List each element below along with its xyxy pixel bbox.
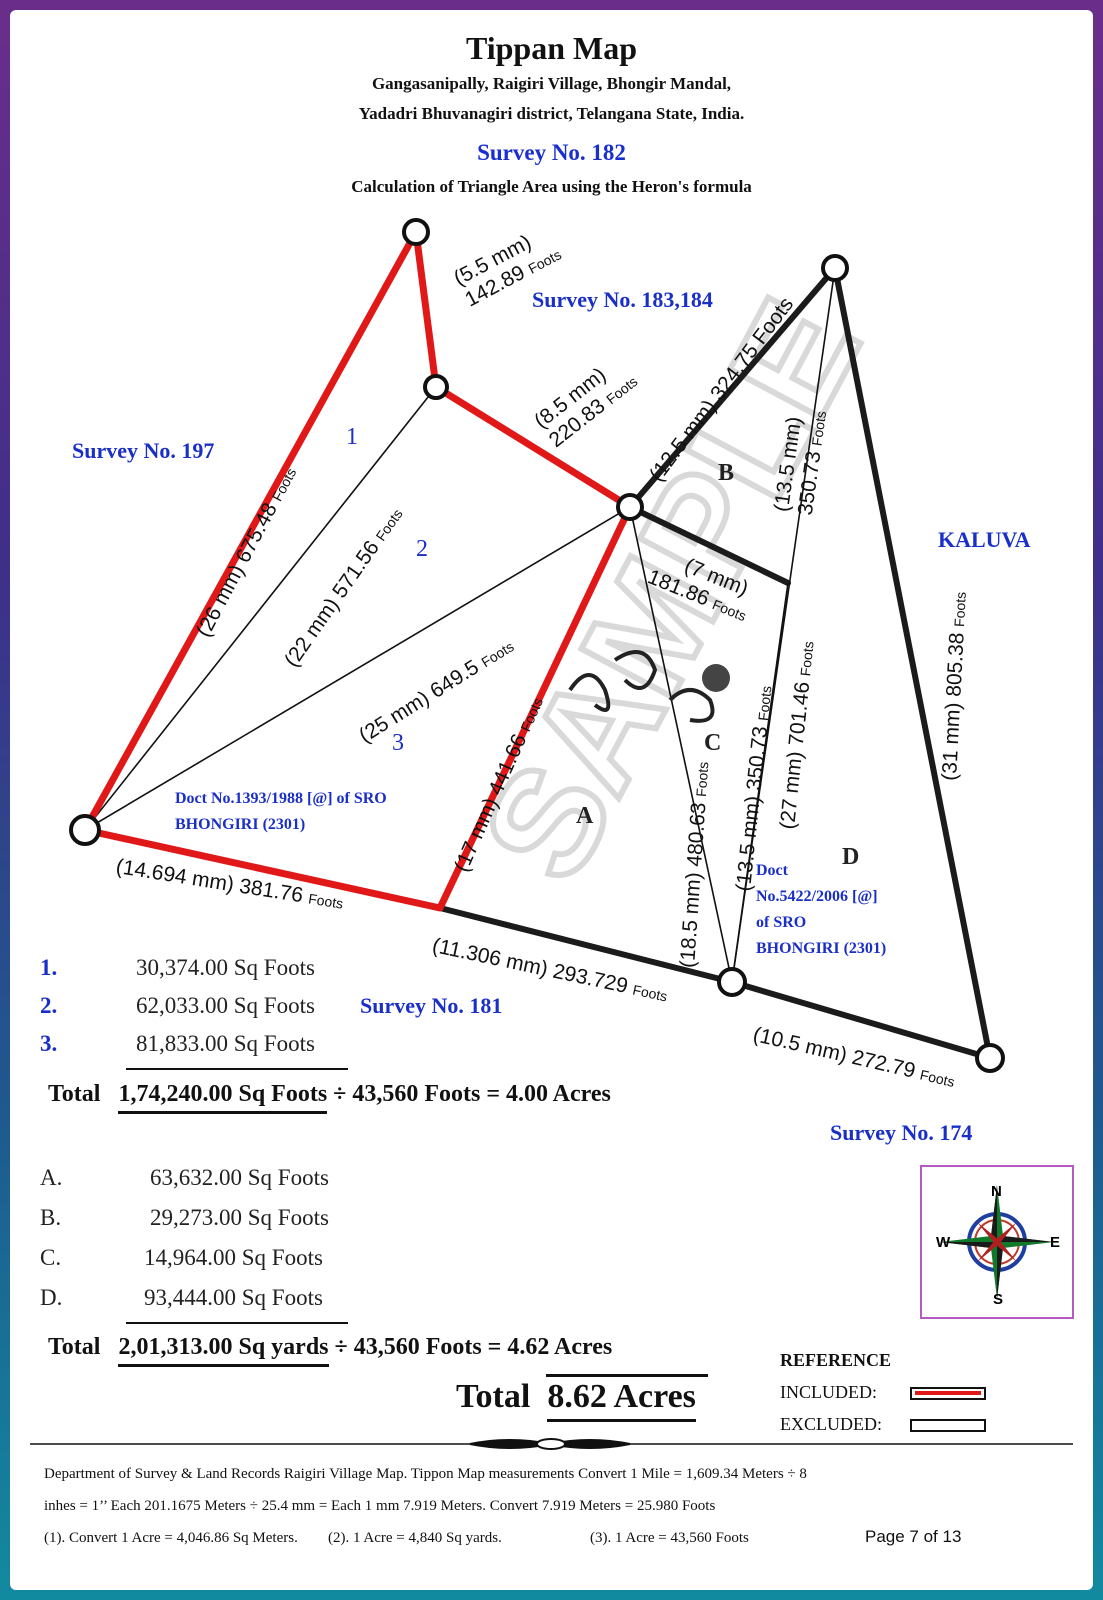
tippan-map-drawing: SAMPLE	[69, 218, 1005, 1073]
included-area-row-1: 1.	[40, 955, 57, 981]
document-5422-line-3: of SRO	[756, 914, 807, 931]
excluded-area-value-c: 14,964.00 Sq Foots	[144, 1245, 323, 1270]
document-1393-line-2: BHONGIRI (2301)	[175, 816, 306, 833]
excluded-total-rule	[126, 1322, 348, 1324]
excluded-total-row: Total 2,01,313.00 Sq yards ÷ 43,560 Foot…	[48, 1334, 613, 1367]
measurement-18-5mm-unit: Foots	[692, 761, 712, 798]
included-boundary	[81, 228, 634, 912]
region-label-3: 3	[392, 730, 404, 756]
compass-west-label: W	[936, 1234, 951, 1251]
footer-line-2: inhes = 1’’ Each 201.1675 Meters ÷ 25.4 …	[44, 1498, 716, 1514]
included-total-value: 1,74,240.00 Sq Foots	[118, 1081, 328, 1114]
label-survey-197: Survey No. 197	[72, 438, 215, 463]
label-survey-174: Survey No. 174	[830, 1120, 973, 1145]
excluded-total-label: Total	[48, 1334, 101, 1360]
document-5422-line-2: No.5422/2006 [@]	[756, 888, 878, 905]
excluded-area-value-d: 93,444.00 Sq Foots	[144, 1285, 323, 1310]
excluded-area-value-a: 63,632.00 Sq Foots	[150, 1165, 329, 1190]
region-label-1: 1	[346, 424, 358, 450]
map-sheet: Tippan Map Gangasanipally, Raigiri Villa…	[10, 10, 1093, 1590]
compass-south-label: S	[993, 1291, 1004, 1308]
grand-total-row: Total 8.62 Acres	[456, 1378, 696, 1422]
corner-markers	[69, 218, 1005, 1073]
page-number: Page 7 of 13	[865, 1527, 962, 1546]
document-label-1393: Doct No.1393/1988 [@] of SRO BHONGIRI (2…	[175, 786, 475, 838]
excluded-boundary	[82, 265, 993, 1061]
document-label-5422: Doct No.5422/2006 [@] of SRO BHONGIRI (2…	[756, 858, 936, 962]
reference-included-label: INCLUDED:	[780, 1382, 877, 1402]
label-kaluva: KALUVA	[938, 527, 1031, 552]
location-line-1: Gangasanipally, Raigiri Village, Bhongir…	[371, 74, 732, 93]
grand-total-label: Total	[456, 1378, 531, 1415]
region-label-2: 2	[416, 536, 428, 562]
region-label-d: D	[842, 844, 860, 870]
included-area-row-2: 2.	[40, 993, 57, 1019]
excluded-area-label-a: A.	[40, 1165, 63, 1190]
label-survey-183-184: Survey No. 183,184	[532, 287, 713, 312]
document-5422-line-1: Doct	[756, 862, 788, 879]
footer-line-3c: (3). 1 Acre = 43,560 Foots	[590, 1530, 749, 1546]
excluded-area-label-d: D.	[40, 1285, 63, 1310]
excluded-total-acres: ÷ 43,560 Foots = 4.62 Acres	[334, 1334, 613, 1360]
included-total-rule	[126, 1068, 348, 1070]
interior-lines	[84, 267, 836, 983]
region-label-c: C	[704, 730, 722, 756]
document-5422-line-4: BHONGIRI (2301)	[756, 940, 887, 957]
survey-number-title: Survey No. 182	[477, 140, 626, 165]
measurement-13-5mm-top-unit: Foots	[808, 409, 830, 447]
included-area-num: 1.	[40, 955, 58, 980]
compass-north-label: N	[991, 1183, 1002, 1200]
measurement-27mm-unit: Foots	[797, 640, 817, 677]
measurement-14-694mm-unit: Foots	[307, 890, 345, 912]
excluded-area-label-b: B.	[40, 1205, 62, 1230]
excluded-area-value-b: 29,273.00 Sq Foots	[150, 1205, 329, 1230]
reference-included-swatch	[910, 1387, 986, 1400]
included-area-value-2: 62,033.00 Sq Foots	[136, 993, 315, 1018]
reference-included-swatch-fill	[915, 1391, 981, 1395]
compass-rose-icon	[940, 1185, 1054, 1299]
included-area-num: 3.	[40, 1031, 58, 1056]
region-label-a: A	[576, 803, 594, 829]
included-total-label: Total	[48, 1081, 101, 1107]
footer-line-3b: (2). 1 Acre = 4,840 Sq yards.	[328, 1530, 502, 1546]
measurement-10-5mm-unit: Foots	[918, 1066, 957, 1090]
included-area-row-3: 3.	[40, 1031, 57, 1057]
footer-line-1: Department of Survey & Land Records Raig…	[44, 1466, 807, 1482]
label-survey-181: Survey No. 181	[360, 993, 503, 1018]
reference-excluded-label: EXCLUDED:	[780, 1414, 882, 1434]
grand-total-top-rule	[546, 1374, 708, 1377]
ornamental-divider	[30, 1438, 1073, 1450]
reference-excluded-swatch	[910, 1419, 986, 1432]
compass-east-label: E	[1050, 1234, 1061, 1251]
included-area-value-3: 81,833.00 Sq Foots	[136, 1031, 315, 1056]
footer-line-3a: (1). Convert 1 Acre = 4,046.86 Sq Meters…	[44, 1530, 298, 1546]
included-total-acres: ÷ 43,560 Foots = 4.00 Acres	[333, 1081, 611, 1107]
excluded-area-label-c: C.	[40, 1245, 62, 1270]
included-area-num: 2.	[40, 993, 58, 1018]
region-label-b: B	[718, 460, 735, 486]
document-1393-line-1: Doct No.1393/1988 [@] of SRO	[175, 790, 387, 807]
page-title: Tippan Map	[465, 30, 638, 66]
calculation-note: Calculation of Triangle Area using the H…	[351, 177, 752, 196]
measurement-11-306mm-unit: Foots	[631, 981, 669, 1005]
measurement-13-5mm-lower-unit: Foots	[754, 685, 775, 722]
signature-scribble	[568, 650, 715, 723]
excluded-total-value: 2,01,313.00 Sq yards	[118, 1334, 329, 1367]
included-area-value-1: 30,374.00 Sq Foots	[136, 955, 315, 980]
compass-box: N S E W	[920, 1165, 1074, 1319]
reference-title: REFERENCE	[780, 1350, 892, 1370]
signature-blot	[702, 664, 730, 692]
measurement-31mm-unit: Foots	[951, 591, 969, 628]
location-line-2: Yadadri Bhuvanagiri district, Telangana …	[358, 104, 745, 123]
included-total-row: Total 1,74,240.00 Sq Foots ÷ 43,560 Foot…	[48, 1081, 611, 1114]
grand-total-value: 8.62 Acres	[547, 1378, 696, 1422]
